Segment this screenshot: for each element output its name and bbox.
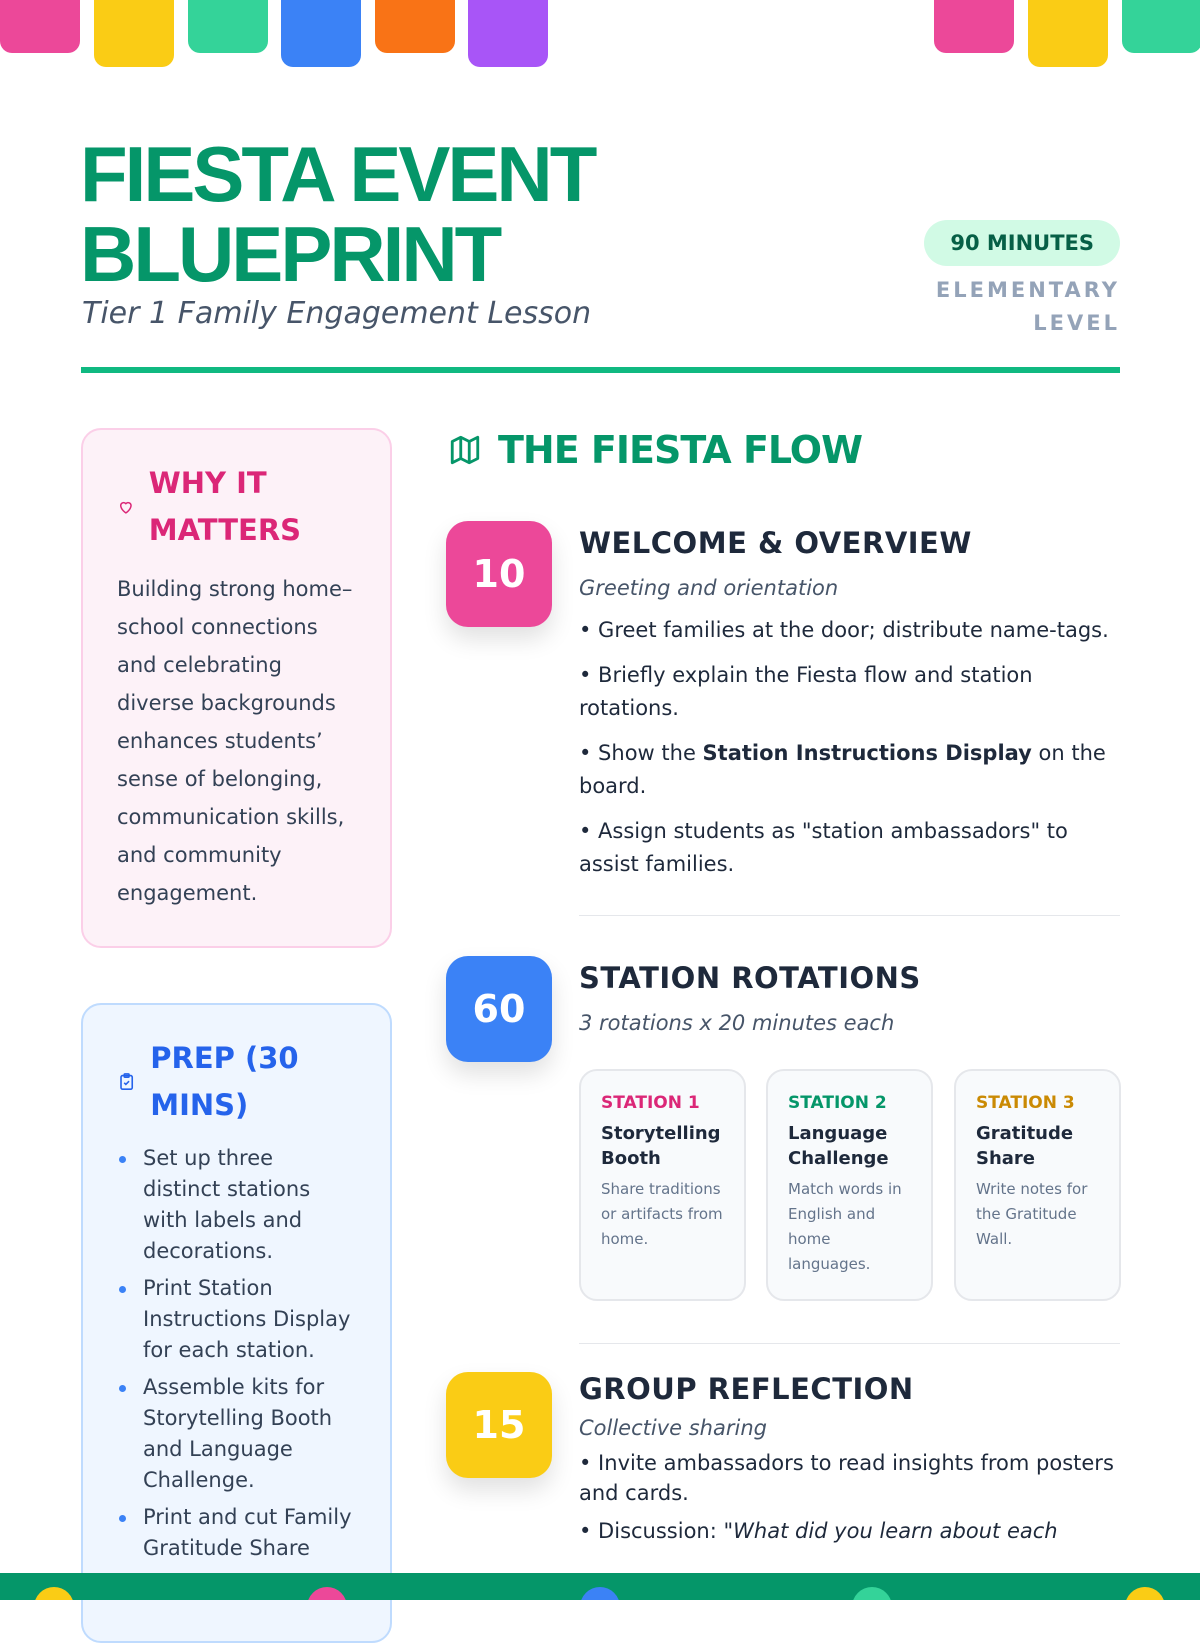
station-card-1: STATION 1 Storytelling Booth Share tradi… <box>579 1069 746 1301</box>
title-line: BLUEPRINT <box>80 210 502 298</box>
step-divider <box>579 1343 1120 1344</box>
card-title: WHY IT MATTERS <box>148 466 302 547</box>
list-item: Print Station Instructions Display for e… <box>117 1273 356 1366</box>
heart-icon <box>119 501 132 514</box>
footer-dot <box>307 1587 347 1600</box>
step-stations: STATION ROTATIONS 3 rotations x 20 minut… <box>579 961 1120 1035</box>
step-bullet: • Briefly explain the Fiesta flow and st… <box>579 663 1033 720</box>
card-header: WHY IT MATTERS <box>117 460 356 554</box>
bold-text: Station Instructions Display <box>702 741 1032 765</box>
step-bullet: • Show the Station Instructions Display … <box>579 737 1120 803</box>
station-desc: Write notes for the Gratitude Wall. <box>976 1180 1088 1248</box>
step-bullet: • Assign students as "station ambassador… <box>579 819 1068 876</box>
text: • Discussion: <box>579 1519 724 1543</box>
duration-badge: 90 MINUTES <box>924 220 1120 266</box>
list-item: Print and cut Family Gratitude Share <box>117 1502 356 1564</box>
footer-dot <box>580 1587 620 1600</box>
station-card-2: STATION 2 Language Challenge Match words… <box>766 1069 933 1301</box>
station-desc: Share traditions or artifacts from home. <box>601 1180 723 1248</box>
step-minutes-badge: 15 <box>446 1372 552 1478</box>
step-reflection: GROUP REFLECTION Collective sharing • In… <box>579 1372 1120 1546</box>
bunting-flag <box>468 0 548 67</box>
card-body: Building strong home–school connections … <box>117 577 353 905</box>
step-bullet: • Greet families at the door; distribute… <box>579 618 1109 642</box>
why-it-matters-card: WHY IT MATTERS Building strong home–scho… <box>81 428 392 948</box>
step-bullet: • Invite ambassadors to read insights fr… <box>579 1451 1114 1505</box>
italic-text: "What did you learn about each <box>723 1519 1058 1543</box>
list-item: Set up three distinct stations with labe… <box>117 1143 356 1267</box>
step-subtitle: Greeting and orientation <box>579 576 839 600</box>
step-divider <box>579 915 1120 916</box>
text: • Show the <box>579 741 703 765</box>
step-minutes-badge: 60 <box>446 956 552 1062</box>
step-minutes-badge: 10 <box>446 521 552 627</box>
title-line: FIESTA EVENT <box>80 130 597 218</box>
list-item: Assemble kits for Storytelling Booth and… <box>117 1372 356 1496</box>
step-title: WELCOME & OVERVIEW <box>579 526 972 560</box>
station-label: STATION 3 <box>976 1093 1075 1113</box>
flow-heading: THE FIESTA FLOW <box>448 428 863 472</box>
header-divider <box>81 367 1120 373</box>
bunting-flag <box>1122 0 1200 53</box>
footer-dot <box>34 1587 74 1600</box>
text: on the board. <box>579 741 1106 798</box>
bunting-flag <box>188 0 268 53</box>
bunting-flag <box>375 0 455 53</box>
step-bullet: • Discussion: "What did you learn about … <box>579 1516 1120 1546</box>
grade-level: ELEMENTARY LEVEL <box>935 278 1120 335</box>
step-subtitle: 3 rotations x 20 minutes each <box>579 1011 895 1035</box>
clipboard-check-icon <box>120 1073 134 1091</box>
footer-dot <box>1125 1587 1165 1600</box>
card-header: PREP (30 MINS) <box>117 1035 356 1129</box>
page-subtitle: Tier 1 Family Engagement Lesson <box>82 296 592 331</box>
bunting-flag <box>934 0 1014 53</box>
station-name: Gratitude Share <box>976 1123 1074 1169</box>
station-label: STATION 1 <box>601 1093 700 1113</box>
step-welcome: WELCOME & OVERVIEW Greeting and orientat… <box>579 526 1120 881</box>
card-title: PREP (30 MINS) <box>150 1041 299 1122</box>
step-subtitle: Collective sharing <box>579 1416 767 1440</box>
prep-card: PREP (30 MINS) Set up three distinct sta… <box>81 1003 392 1643</box>
station-card-3: STATION 3 Gratitude Share Write notes fo… <box>954 1069 1121 1301</box>
section-title: THE FIESTA FLOW <box>498 428 863 472</box>
map-icon <box>450 435 480 465</box>
station-name: Language Challenge <box>788 1123 889 1169</box>
bunting-flag <box>281 0 361 67</box>
station-name: Storytelling Booth <box>601 1123 721 1169</box>
station-desc: Match words in English and home language… <box>788 1180 902 1273</box>
step-title: GROUP REFLECTION <box>579 1372 914 1406</box>
prep-list: Set up three distinct stations with labe… <box>117 1143 356 1564</box>
bunting-flag <box>0 0 80 53</box>
step-title: STATION ROTATIONS <box>579 961 921 995</box>
footer-dot <box>852 1587 892 1600</box>
station-label: STATION 2 <box>788 1093 887 1113</box>
bunting-flag <box>94 0 174 67</box>
bunting-flag <box>1028 0 1108 67</box>
footer-bar <box>0 1573 1200 1600</box>
